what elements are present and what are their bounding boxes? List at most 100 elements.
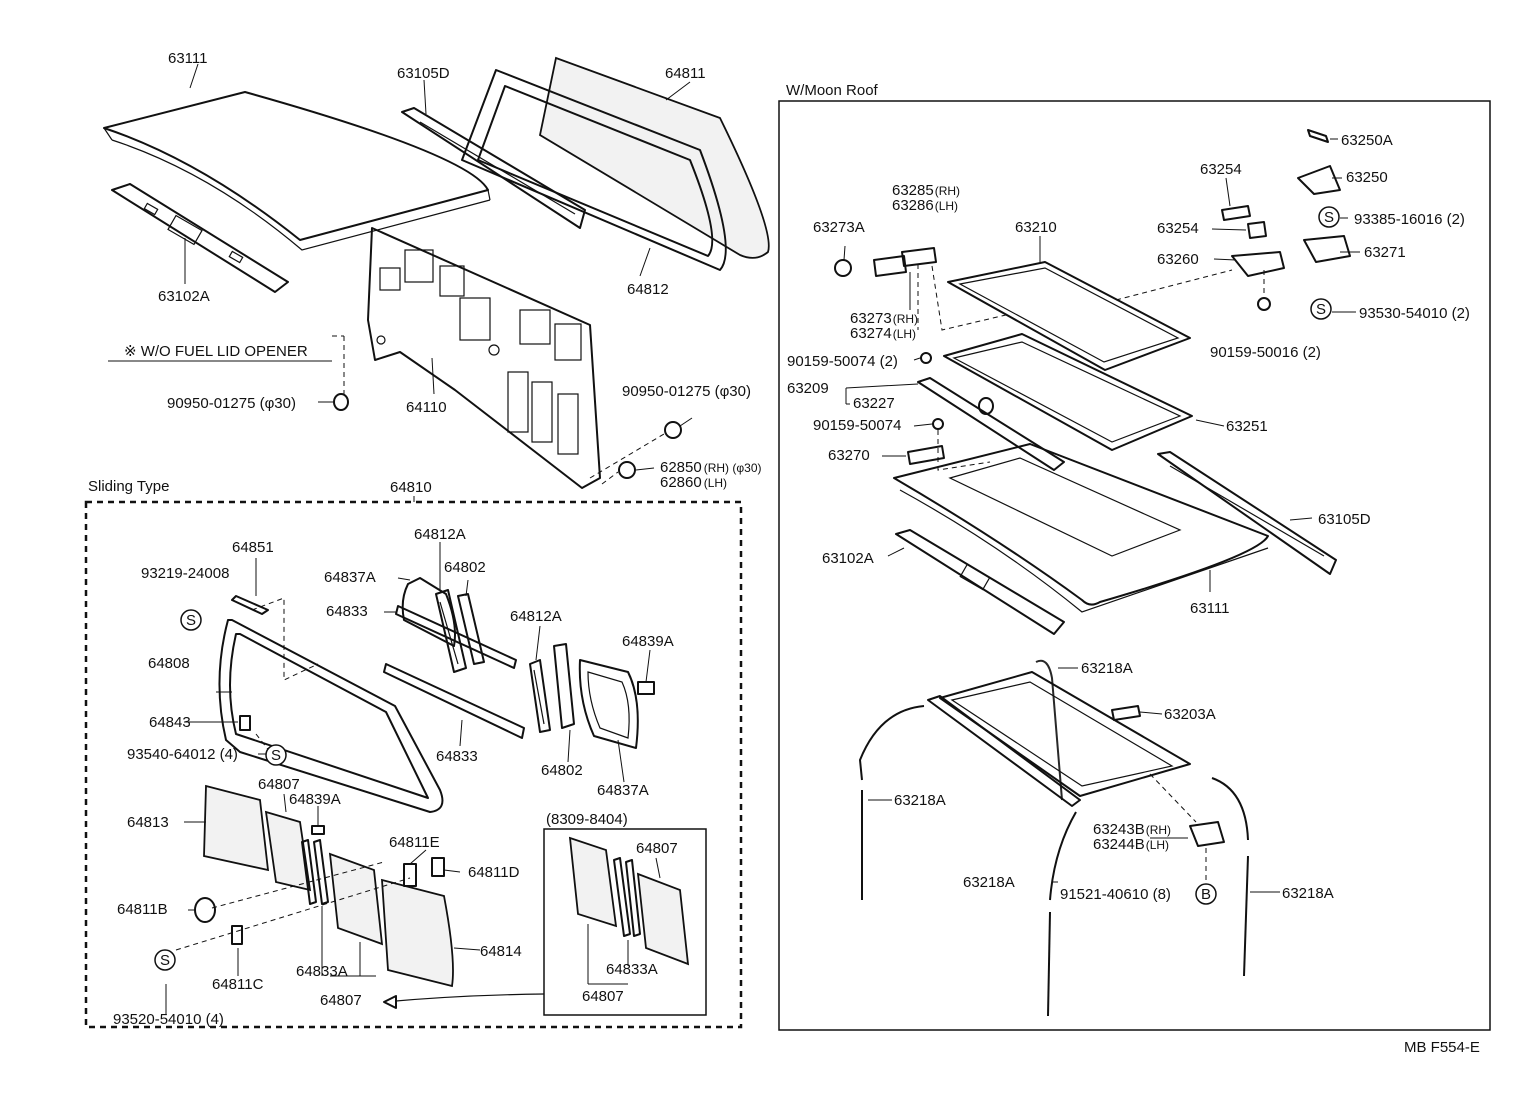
bracket-63260 [1231,251,1285,277]
window-frame-64808 [218,619,444,813]
symbol-s-93540-letter: S [271,747,281,764]
bracket-63270 [907,445,945,465]
symbol-b-91521-letter: B [1201,886,1211,903]
label-63243b: 63243B(RH) [1093,821,1171,838]
latch-64811e [403,863,417,887]
label-63271: 63271 [1364,244,1406,261]
label-63285-num: 63285 [892,182,934,199]
label-90950-left: 90950-01275 (φ30) [167,395,296,412]
latch-64811c [231,925,243,945]
label-64833a-b: 64833A [606,961,658,978]
rail-64833-lower [383,663,525,739]
label-90159-50074-a: 90159-50074 (2) [787,353,898,370]
label-93520: 93520-54010 (4) [113,1011,224,1028]
label-63285-suffix: (RH) [935,184,960,198]
label-63218a-mid: 63218A [963,874,1015,891]
label-90159-50016: 90159-50016 (2) [1210,344,1321,361]
symbol-s-93385: S [1318,206,1340,228]
symbol-s-93219-letter: S [186,612,196,629]
label-64811b: 64811B [117,901,168,918]
label-63244b-num: 63244B [1093,836,1145,853]
label-63102a-top: 63102A [158,288,210,305]
label-64811: 64811 [665,65,706,82]
label-63274: 63274(LH) [850,325,916,342]
moon-roof-box [778,100,1491,1031]
label-64802-top: 64802 [444,559,486,576]
roof-rail-63102a-right [895,529,1065,635]
label-wo-fuel-lid-opener: ※ W/O FUEL LID OPENER [124,343,308,360]
label-64839a-right: 64839A [622,633,674,650]
symbol-s-93540: S [265,744,287,766]
label-64811e: 64811E [389,834,440,851]
hinge-63273 [873,255,907,277]
glass-64813 [203,784,270,872]
section-sliding-type: Sliding Type [88,478,169,495]
label-63105d-top: 63105D [397,65,450,82]
bracket-64839a-mid [311,825,325,835]
label-63273: 63273(RH) [850,310,918,327]
label-63273-num: 63273 [850,310,892,327]
roof-panel-63111-right [893,443,1269,613]
label-63111-top: 63111 [168,50,208,67]
symbol-s-93520: S [154,949,176,971]
label-63270: 63270 [828,447,870,464]
glass-64807-a [264,810,312,892]
seal-64802-upper [457,593,485,665]
label-63203a: 63203A [1164,706,1216,723]
label-64833-mid: 64833 [436,748,478,765]
stopper-64843 [239,715,251,731]
back-window-64811 [538,56,770,259]
label-64810: 64810 [390,479,432,496]
label-63274-num: 63274 [850,325,892,342]
frame-63203a [927,671,1191,807]
label-64808: 64808 [148,655,190,672]
label-64812: 64812 [627,281,669,298]
back-panel-64110 [367,227,601,489]
label-93530: 93530-54010 (2) [1359,305,1470,322]
strip-64812a-upper [435,589,467,673]
frame-64837a-right [578,659,639,749]
label-90950-right: 90950-01275 (φ30) [622,383,751,400]
label-63251: 63251 [1226,418,1268,435]
label-64811c: 64811C [212,976,264,993]
seal-64802-right [553,643,575,729]
label-64837a-bot: 64837A [597,782,649,799]
label-91521: 91521-40610 (8) [1060,886,1171,903]
pin-63250a [1307,129,1329,143]
label-63209: 63209 [787,380,829,397]
label-63243b-num: 63243B [1093,821,1145,838]
label-63250a: 63250A [1341,132,1393,149]
label-64837a-top: 64837A [324,569,376,586]
label-63254-b: 63254 [1157,220,1199,237]
label-64813: 64813 [127,814,169,831]
label-62860-num: 62860 [660,474,702,491]
frame-64837a-upper [401,577,456,647]
label-63286-num: 63286 [892,197,934,214]
screw-90159-50074-a [920,352,932,364]
label-64812a-right: 64812A [510,608,562,625]
rail-64833-upper [395,605,517,669]
label-63218a-top: 63218A [1081,660,1133,677]
bracket-63254-a [1221,205,1251,221]
label-64839a-mid: 64839A [289,791,341,808]
label-63273-suffix: (RH) [893,312,918,326]
label-63210: 63210 [1015,219,1057,236]
sub-box-8309-8404 [543,828,707,1016]
label-64807-b: 64807 [320,992,362,1009]
bracket-63243b [1189,821,1225,847]
symbol-s-93219: S [180,609,202,631]
label-64833a-a: 64833A [296,963,348,980]
label-62860: 62860(LH) [660,474,727,491]
label-62850-num: 62850 [660,459,702,476]
label-64814: 64814 [480,943,522,960]
label-63250: 63250 [1346,169,1388,186]
label-date-range: (8309-8404) [546,811,628,828]
label-63102a-right: 63102A [822,550,874,567]
label-63227: 63227 [853,395,895,412]
symbol-s-93520-letter: S [160,952,170,969]
label-93540: 93540-64012 (4) [127,746,238,763]
symbol-b-91521: B [1195,883,1217,905]
label-64807-a: 64807 [258,776,300,793]
glass-64814 [381,878,454,988]
glass-64807-c [568,836,618,928]
